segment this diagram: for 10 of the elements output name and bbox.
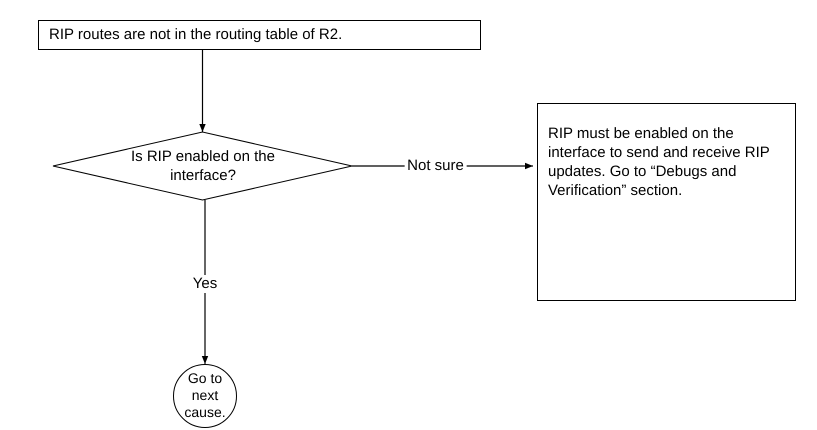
node-text: Is RIP enabled on the interface? [130,147,276,185]
process-box [38,20,481,50]
node-text: RIP must be enabled on the interface to send and receive RIP updates. Go to “Debugs and Verification” section. [548,124,771,200]
node-text: RIP routes are not in the routing table of R2. [49,25,344,44]
arrow [202,200,208,364]
terminal-circle [173,364,237,428]
arrow [199,50,206,132]
process-box [537,103,796,301]
node-text: Go to next cause. [183,370,227,421]
decision-diamond [53,132,352,200]
